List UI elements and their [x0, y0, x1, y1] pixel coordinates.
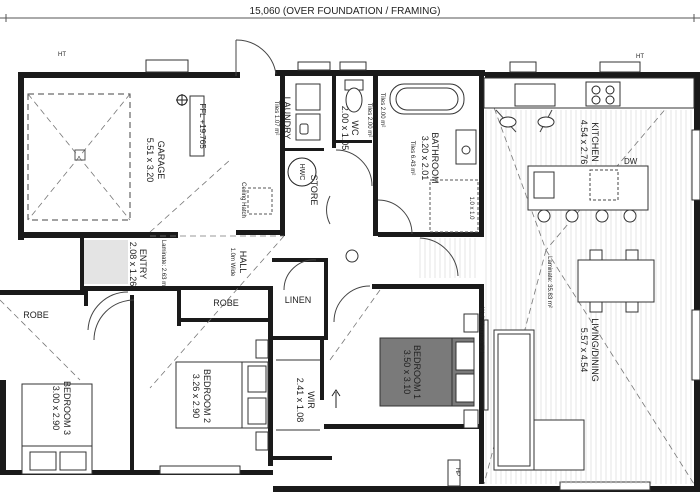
- laminate-label: Laminate: 35.83 m²: [546, 256, 552, 308]
- bed3-name: BEDROOM 3: [62, 381, 72, 435]
- wir: WIR 2.41 x 1.08: [276, 359, 341, 431]
- kitchen: DW KITCHEN 4.54 x 2.76 HT: [483, 54, 695, 223]
- garage-dims: 5.51 x 3.20: [145, 138, 155, 183]
- laundry-name: LAUNDRY: [282, 97, 292, 140]
- linen-label: LINEN: [285, 295, 312, 305]
- wc-tiles: Tiles 2.00 m²: [366, 103, 372, 137]
- kitchen-name: KITCHEN: [590, 122, 600, 162]
- laundry-tiles: Tiles 1.07 m²: [273, 101, 279, 135]
- kitchen-dims: 4.54 x 2.76: [579, 120, 589, 165]
- store-label: STORE: [309, 175, 319, 206]
- wir-name: WIR: [306, 391, 316, 409]
- living-name: LIVING/DINING: [590, 318, 600, 382]
- laundry: LAUNDRY Tiles 1.07 m²: [273, 83, 321, 141]
- bathroom-dims: 3.20 x 2.01: [420, 136, 430, 181]
- shower-label: 1.0 x 1.0: [468, 196, 474, 220]
- linen: LINEN: [285, 295, 312, 305]
- bathroom-name: BATHROOM: [430, 132, 440, 183]
- hall-note: 1.0m Wide: [229, 248, 235, 277]
- garage-name: GARAGE: [156, 141, 166, 180]
- bedroom-2: BEDROOM 2 3.26 x 2.90: [175, 339, 269, 451]
- living-dining: Wall Mounted TV LIVING/DINING 5.57 x 4.5…: [419, 237, 655, 471]
- bed3-dims: 3.00 x 2.90: [51, 386, 61, 431]
- bed2-dims: 3.26 x 2.90: [191, 374, 201, 419]
- bathroom-tiles: Tiles 6.43 m²: [409, 141, 415, 175]
- ffl-label: FFL +19.765: [198, 103, 207, 149]
- walls: [0, 70, 700, 492]
- hwc-store: HWC STORE: [287, 157, 331, 225]
- entry-name: ENTRY: [138, 249, 148, 279]
- top-dimension: 15,060 (OVER FOUNDATION / FRAMING): [0, 6, 700, 22]
- bathroom: 1.0 x 1.0 BATHROOM 3.20 x 2.01 Tiles 6.4…: [377, 83, 479, 235]
- bedroom-3: BEDROOM 3 3.00 x 2.90: [0, 299, 135, 475]
- bedroom-1: BEDROOM 1 3.50 x 3.10 HP: [329, 289, 479, 487]
- dw-label: DW: [624, 157, 638, 166]
- hwc-label: HWC: [298, 164, 305, 181]
- living-dims: 5.57 x 4.54: [579, 328, 589, 373]
- wc: WC 2.00 x 1.05 Tiles 2.00 m²: [335, 79, 373, 187]
- dimension-label: 15,060 (OVER FOUNDATION / FRAMING): [250, 6, 441, 17]
- hall-entry: HALL 1.0m Wide ENTRY 2.08 x 1.26 Laminat…: [84, 235, 371, 389]
- robe-bed2-label: ROBE: [213, 298, 239, 308]
- robe-bed2: ROBE: [213, 298, 239, 308]
- entry-laminate: Laminate: 2.63 m²: [160, 240, 166, 288]
- wc-dims: 2.00 x 1.05: [340, 106, 350, 151]
- ht-label-garage: HT: [58, 52, 66, 58]
- bed2-name: BEDROOM 2: [202, 369, 212, 423]
- robe-bed3-label: ROBE: [23, 310, 49, 320]
- wc-tiles-side: Tiles 2.00 m²: [379, 93, 385, 127]
- bed1-dims: 3.50 x 3.10: [402, 350, 412, 395]
- bed1-name: BEDROOM 1: [412, 345, 422, 399]
- hall-name: HALL: [238, 251, 248, 274]
- tv-label: Wall Mounted TV: [478, 307, 484, 353]
- entry-dims: 2.08 x 1.26: [128, 242, 138, 287]
- garage: GARAGE 5.51 x 3.20 FFL +19.765 Ceiling H…: [27, 39, 277, 233]
- ht-label-kitchen: HT: [636, 54, 644, 60]
- hp-label: HP: [454, 468, 460, 476]
- ceiling-hatch-label: Ceiling Hatch: [240, 182, 246, 218]
- wc-name: WC: [350, 121, 360, 136]
- robe-bed3: ROBE: [23, 310, 49, 320]
- wir-dims: 2.41 x 1.08: [295, 378, 305, 423]
